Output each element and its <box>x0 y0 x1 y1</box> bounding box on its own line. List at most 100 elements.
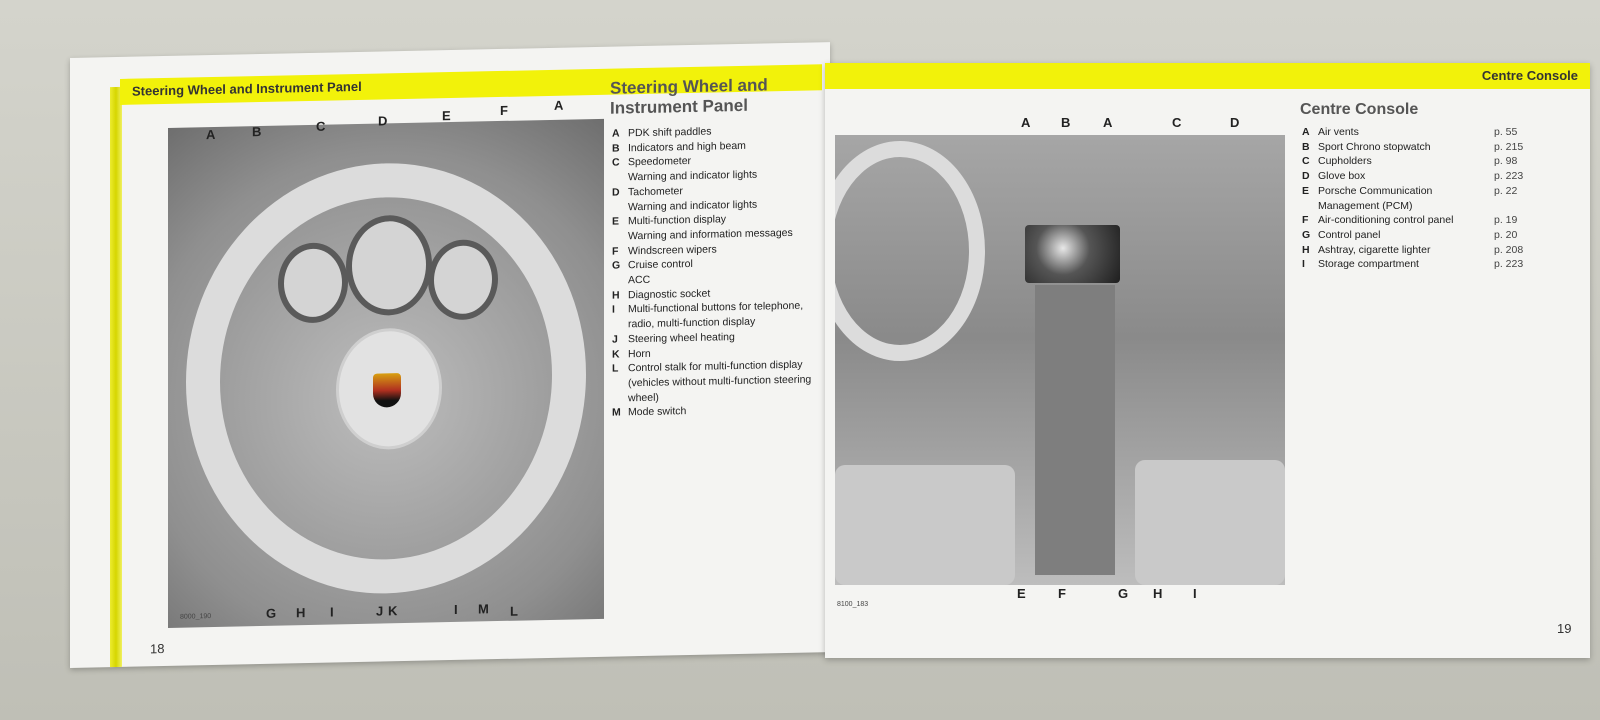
item-key: I <box>1302 258 1305 271</box>
callout-letter: I <box>454 601 458 617</box>
item-key: E <box>612 215 620 228</box>
item-label: Cupholders <box>1318 155 1372 168</box>
item-key: D <box>612 186 620 199</box>
item-key <box>612 200 628 215</box>
item-key <box>612 170 628 185</box>
item-key <box>612 273 628 288</box>
callout-letter: B <box>1061 115 1071 130</box>
list-item: F Air-conditioning control panel p. 19 <box>1302 213 1542 228</box>
item-key: J <box>612 333 618 346</box>
callout-letter: B <box>252 123 262 140</box>
centre-console-photo <box>835 135 1285 585</box>
item-label: Air vents <box>1318 126 1359 138</box>
yellow-page-edge <box>110 86 122 668</box>
list-item: E Porsche Communication Management (PCM) p… <box>1302 184 1542 213</box>
item-key <box>612 229 628 244</box>
callout-letter: A <box>1021 115 1031 130</box>
callout-letter: F <box>500 102 508 118</box>
callout-letter: C <box>1172 115 1182 130</box>
item-key: F <box>1302 214 1309 227</box>
item-key: B <box>612 142 620 155</box>
right-page-title: Centre Console <box>1300 101 1419 118</box>
list-item: H Ashtray, cigarette lighter p. 208 <box>1302 243 1542 258</box>
list-item: L Control stalk for multi-function displa… <box>612 357 827 406</box>
callout-letter: I <box>330 604 334 620</box>
callout-letter: C <box>316 118 326 134</box>
list-item: B Sport Chrono stopwatch p. 215 <box>1302 140 1542 155</box>
right-page: Centre Console A B A C D E F G H I Centr… <box>825 63 1590 658</box>
left-seat <box>835 465 1015 585</box>
item-label: Control panel <box>1318 228 1381 241</box>
item-key: F <box>612 245 619 258</box>
list-item: I Storage compartment p. 223 <box>1302 257 1542 272</box>
item-label: Air-conditioning control panel <box>1318 214 1454 227</box>
item-label: Storage compartment <box>1318 258 1419 271</box>
page-number: 18 <box>150 641 165 657</box>
callout-letter: A <box>1103 115 1113 130</box>
item-key: M <box>612 406 621 420</box>
callout-letter: I <box>1193 586 1197 601</box>
item-page: p. 22 <box>1494 184 1518 197</box>
callout-letter: D <box>378 113 388 129</box>
item-page: p. 223 <box>1494 170 1524 183</box>
left-page: Steering Wheel and Instrument Panel A B … <box>70 42 830 669</box>
item-key: I <box>612 304 615 317</box>
steering-wheel-rim <box>835 141 985 361</box>
item-page: p. 55 <box>1494 126 1518 138</box>
item-label: Multi-functional buttons for telephone, … <box>628 300 804 331</box>
owners-manual: Steering Wheel and Instrument Panel A B … <box>70 42 1590 678</box>
list-item: C Cupholders p. 98 <box>1302 154 1542 169</box>
page-number: 19 <box>1557 621 1572 636</box>
list-item: G Control panel p. 20 <box>1302 228 1542 243</box>
item-key: B <box>1302 140 1310 153</box>
list-item: I Multi-functional buttons for telephone,… <box>612 299 827 333</box>
left-page-title: Steering Wheel and Instrument Panel <box>610 74 810 118</box>
item-label: Control stalk for multi-function display… <box>628 358 812 404</box>
callout-letter: K <box>388 603 398 619</box>
callout-letter: A <box>554 97 564 113</box>
item-key: G <box>1302 228 1311 241</box>
item-page: p. 223 <box>1494 258 1524 271</box>
item-key: C <box>1302 155 1310 168</box>
callout-letter: F <box>1058 586 1066 601</box>
item-label: Glove box <box>1318 170 1366 183</box>
item-key: K <box>612 348 620 361</box>
callout-letter: D <box>1230 115 1240 130</box>
image-reference: 8000_190 <box>180 613 212 621</box>
callout-letter: J <box>376 603 384 619</box>
item-key: C <box>612 156 620 170</box>
callout-letter: M <box>478 601 489 617</box>
item-key: L <box>612 362 619 375</box>
right-page-header: Centre Console <box>825 63 1590 89</box>
item-key: D <box>1302 170 1310 183</box>
item-key: H <box>1302 243 1310 256</box>
callout-letter: G <box>266 605 277 621</box>
item-label: Sport Chrono stopwatch <box>1318 140 1431 153</box>
item-key: E <box>1302 184 1310 197</box>
callout-letter: H <box>1153 586 1163 601</box>
callout-letter: E <box>442 108 451 124</box>
centre-console-tunnel <box>1035 285 1115 575</box>
item-page: p. 20 <box>1494 228 1518 241</box>
item-page: p. 208 <box>1494 243 1524 256</box>
callout-letter: A <box>206 126 216 143</box>
callout-letter: H <box>296 605 306 621</box>
porsche-crest-icon <box>373 373 401 408</box>
item-page: p. 215 <box>1494 140 1524 153</box>
callout-letter: L <box>510 603 518 619</box>
title-line: Instrument Panel <box>610 95 748 118</box>
steering-wheel-photo <box>168 118 604 628</box>
item-key: H <box>612 289 620 302</box>
item-page: p. 19 <box>1494 214 1518 227</box>
callout-letter: E <box>1017 586 1026 601</box>
item-key: A <box>612 127 620 140</box>
right-seat <box>1135 460 1285 585</box>
item-label: Ashtray, cigarette lighter <box>1318 243 1431 256</box>
item-label: Porsche Communication Management (PCM) <box>1318 184 1433 212</box>
pcm-screen <box>1025 225 1120 283</box>
item-page: p. 98 <box>1494 155 1518 168</box>
